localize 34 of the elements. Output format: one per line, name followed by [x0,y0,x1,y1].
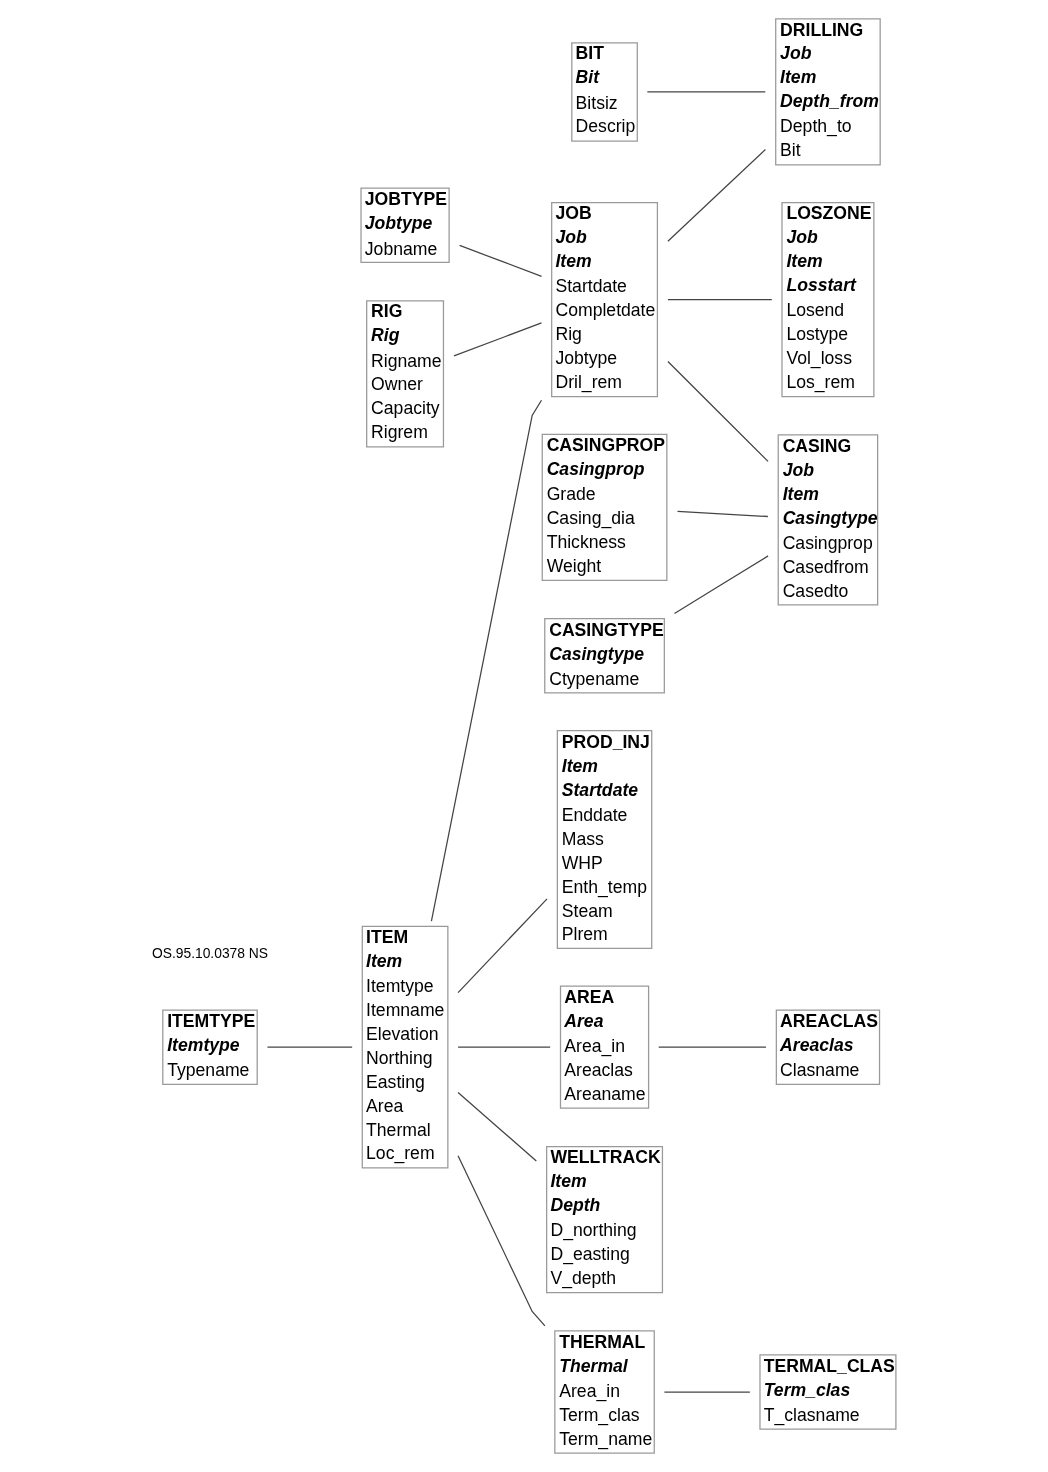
connector [266,1046,353,1048]
connector [663,1391,751,1393]
connector [667,360,769,463]
node-box: BIT Bit Bitsiz Descrip [571,42,638,142]
node-box: CASING Job Item Casingtype Casingprop Casedfrom Casedto [777,434,879,606]
node-box: WELLTRACK Item Depth D_northing D_easting V_depth [546,1145,664,1294]
node-box: AREACLAS Areaclas Clasname [775,1009,881,1085]
node-box: PROD_INJ Item Startdate Enddate Mass WHP Enth_temp Steam Plrem [556,730,653,949]
connector [453,322,543,357]
node-box: DRILLING Job Item Depth_from Depth_to Bit [775,18,881,166]
node-box: LOSZONE Job Item Losstart Losend Lostype Vol_loss Los_rem [781,202,875,398]
connector [430,399,543,922]
connector [457,1046,551,1048]
node-box: CASINGPROP Casingprop Grade Casing_dia Thickness Weight [541,433,668,581]
node-box: ITEMTYPE Itemtype Typename [162,1009,258,1085]
connector [667,148,767,242]
node-box: AREA Area Area_in Areaclas Areaname [559,985,650,1109]
node-box: CASINGTYPE Casingtype Ctypename [544,618,665,694]
node-box: JOBTYPE Jobtype Jobname [360,187,450,264]
node-box: JOB Job Item Startdate Completdate Rig Jobtype Dril_rem [551,202,659,398]
connector [457,1091,537,1162]
connector [667,298,773,301]
label: OS.95.10.0378 NS [151,944,269,961]
connector [459,244,543,277]
connector [658,1046,767,1048]
node-box: THERMAL Thermal Area_in Term_clas Term_name [554,1330,655,1454]
connector [646,91,766,93]
node-box: TERMAL_CLAS Term_clas T_clasname [759,1354,897,1430]
node-box: ITEM Item Itemtype Itemname Elevation Northing Easting Area Thermal Loc_rem [361,925,449,1169]
connector [457,1155,546,1327]
connector [457,898,548,994]
node-box: RIG Rig Rigname Owner Capacity Rigrem [366,300,445,448]
connector [676,510,769,518]
connector [673,555,769,615]
